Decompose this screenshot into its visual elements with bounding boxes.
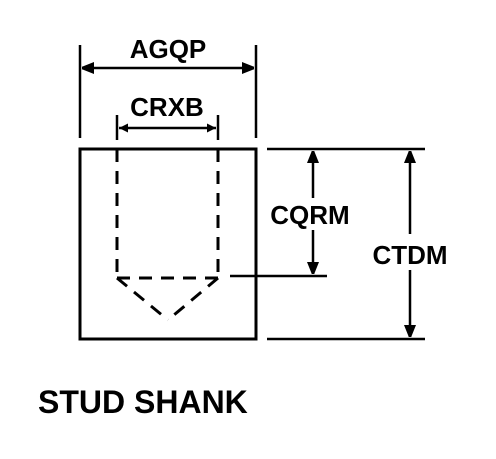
diagram-caption: STUD SHANK: [38, 384, 248, 420]
bore-diameter-dimension: [115, 115, 220, 140]
drill-point-left: [116, 276, 169, 322]
hidden-bore: [115, 149, 220, 322]
overall-height-label: CTDM: [372, 240, 447, 270]
bore-diameter-label: CRXB: [130, 92, 204, 122]
shank-body-outline: [78, 147, 258, 341]
bore-depth-dimension: [230, 147, 425, 278]
overall-width-label: AGQP: [130, 34, 207, 64]
overall-width-dimension: [78, 45, 258, 138]
drill-point-right: [167, 276, 219, 322]
bore-depth-label: CQRM: [270, 200, 349, 230]
overall-height-dimension: [267, 151, 425, 341]
